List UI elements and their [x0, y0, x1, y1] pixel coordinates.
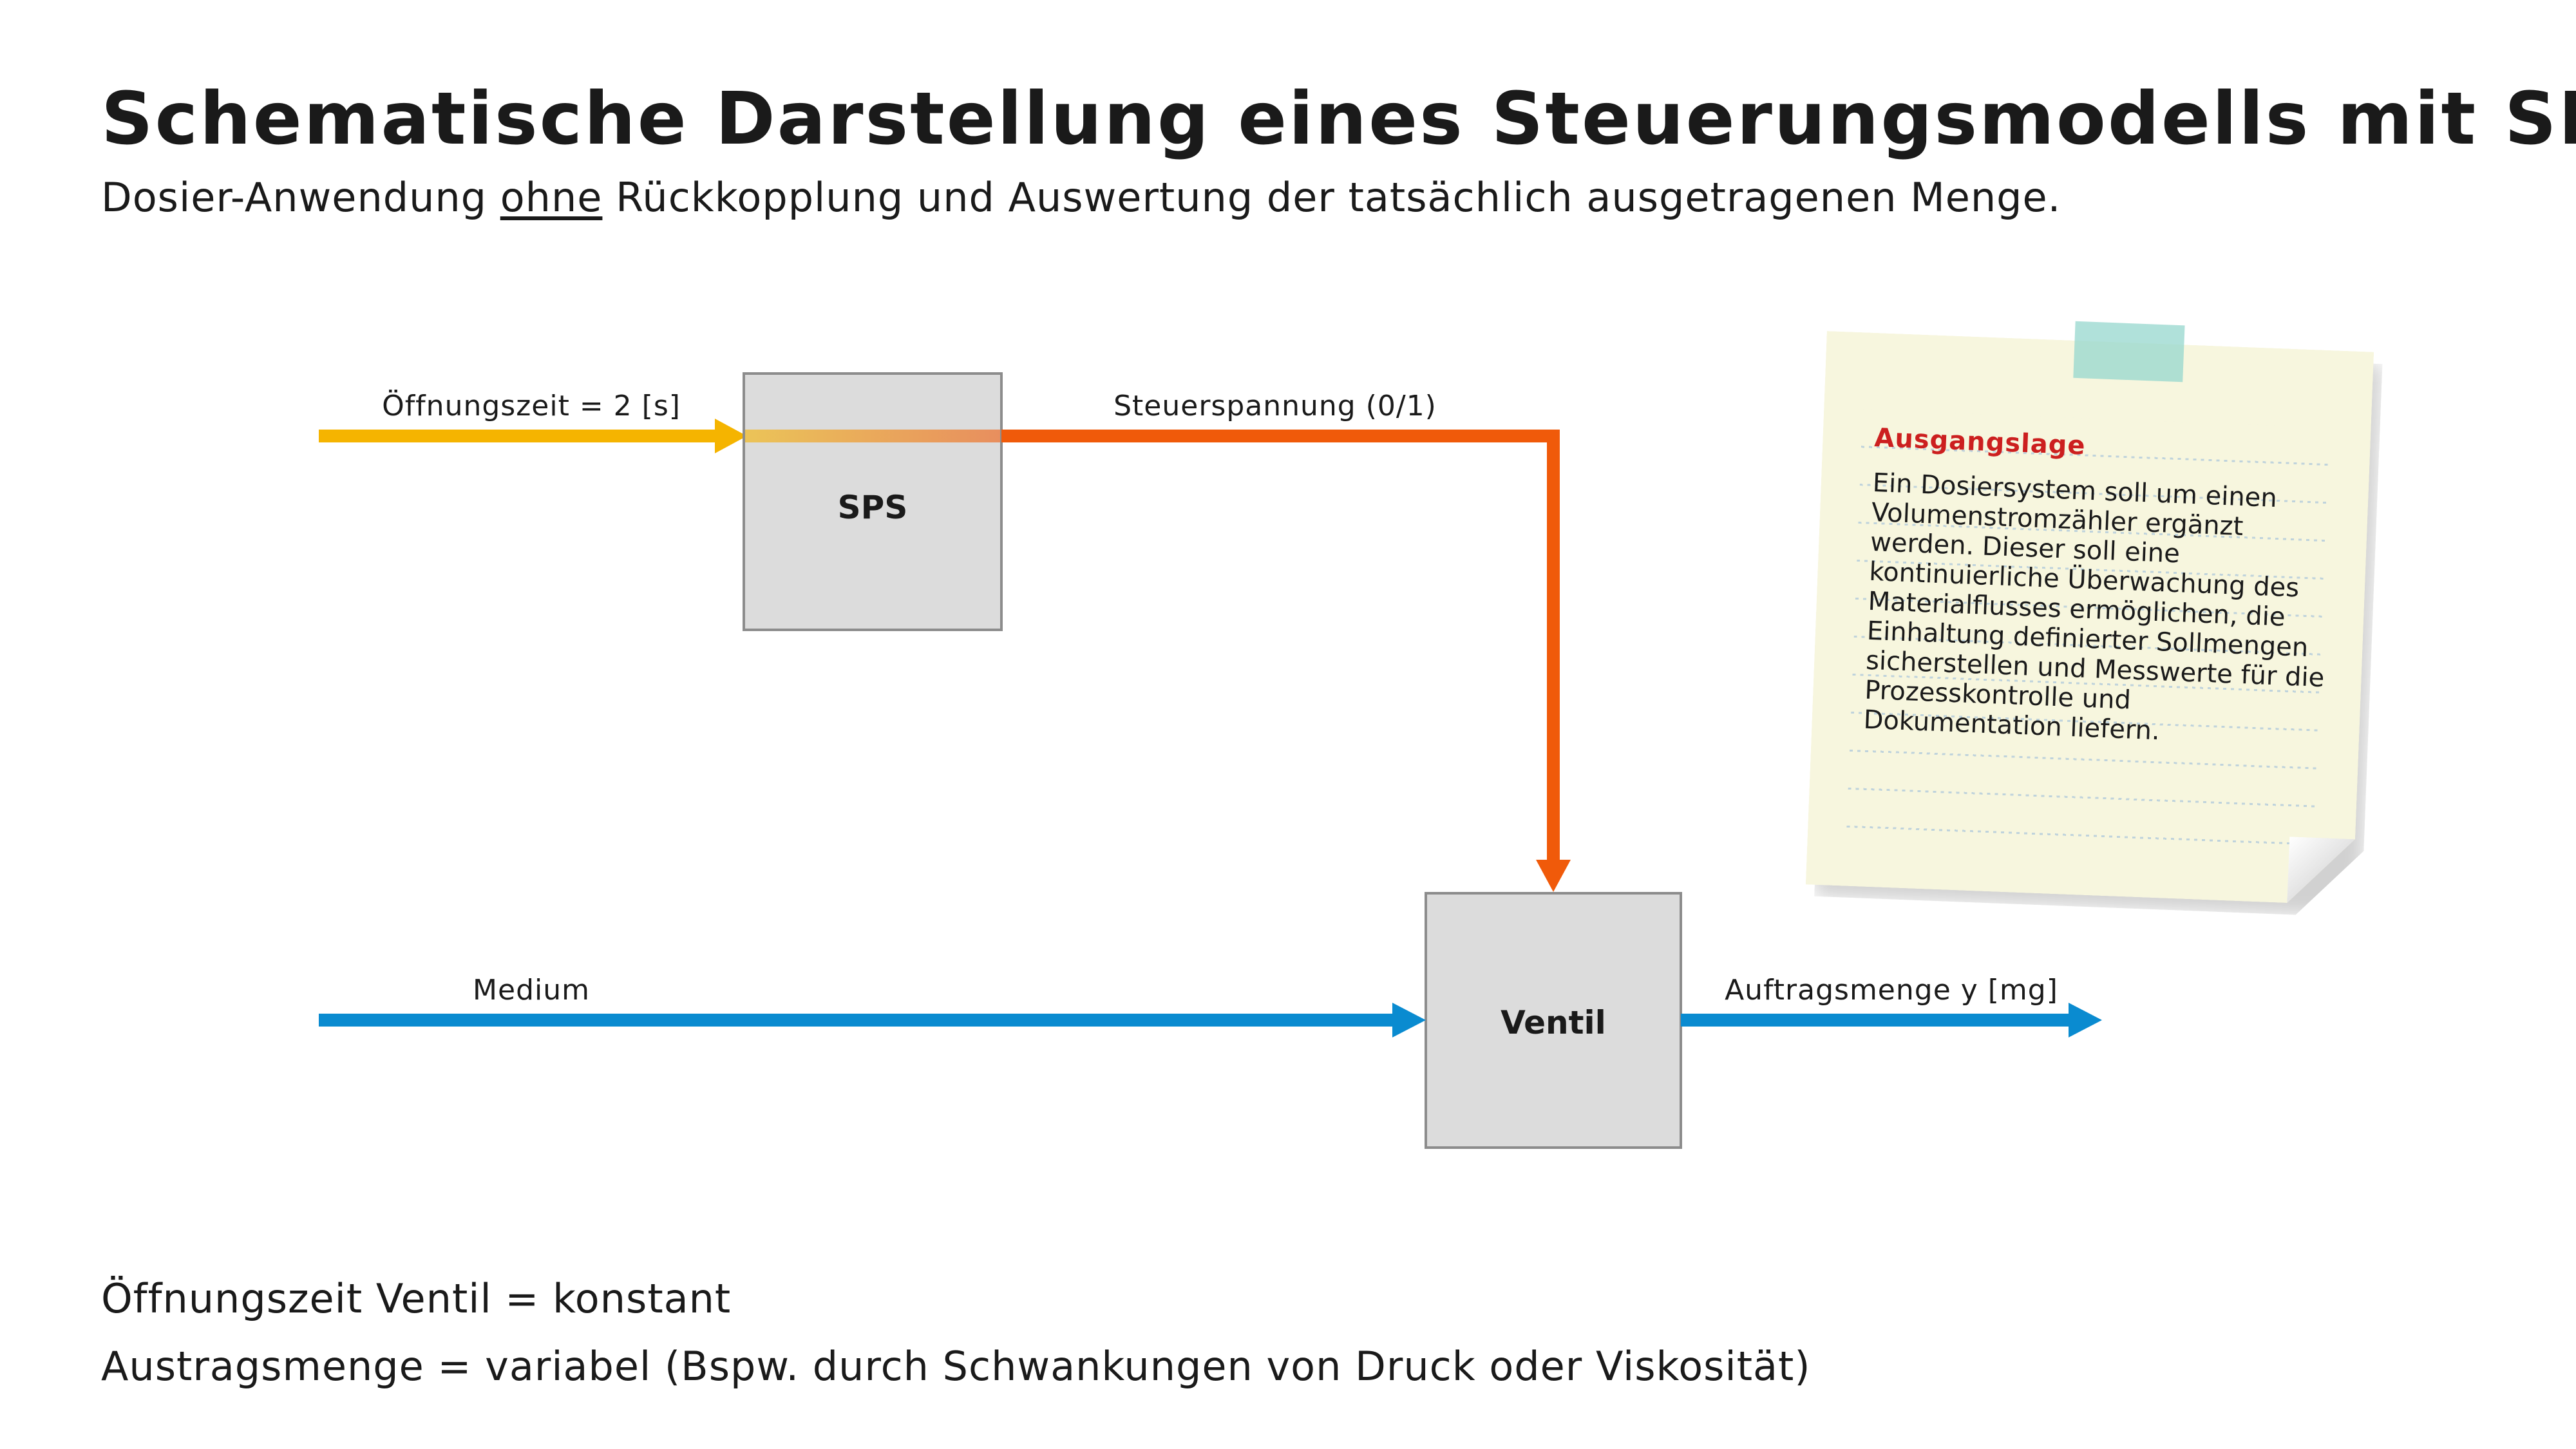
- control-signal-arrowhead: [1536, 860, 1571, 892]
- medium-label: Medium: [473, 974, 590, 1007]
- sticky-note-text: Ein Dosiersystem soll um einen Volumenst…: [1862, 468, 2325, 746]
- output-arrowhead: [2069, 1003, 2102, 1037]
- subtitle-text-end: Rückkopplung und Auswertung der tatsächl…: [602, 174, 2061, 221]
- ventil-block: [1425, 892, 1682, 1149]
- input-signal-arrowhead: [715, 419, 747, 453]
- sps-passthrough-gradient: [745, 430, 1000, 442]
- page-title: Schematische Darstellung eines Steuerung…: [101, 77, 2576, 161]
- sticky-note: Ausgangslage Ein Dosiersystem soll um ei…: [1806, 321, 2374, 905]
- ventil-label: Ventil: [1501, 1004, 1606, 1041]
- footer-opening-time: Öffnungszeit Ventil = konstant: [101, 1275, 732, 1322]
- subtitle-text-start: Dosier-Anwendung: [101, 174, 500, 221]
- control-signal-line: [1001, 430, 1560, 863]
- subtitle-underlined-word: ohne: [500, 174, 603, 221]
- control-signal-label: Steuerspannung (0/1): [1113, 390, 1437, 422]
- sps-label: SPS: [838, 489, 908, 526]
- output-label: Auftragsmenge y [mg]: [1725, 974, 2058, 1007]
- sps-block: [743, 372, 1003, 631]
- medium-arrowhead: [1392, 1003, 1426, 1037]
- input-signal-label: Öffnungszeit = 2 [s]: [382, 389, 681, 422]
- footer-discharge-amount: Austragsmenge = variabel (Bspw. durch Sc…: [101, 1343, 1811, 1390]
- page-subtitle: Dosier-Anwendung ohne Rückkopplung und A…: [101, 174, 2061, 221]
- sticky-note-tape: [2073, 321, 2185, 383]
- sticky-note-paper: Ausgangslage Ein Dosiersystem soll um ei…: [1806, 331, 2374, 905]
